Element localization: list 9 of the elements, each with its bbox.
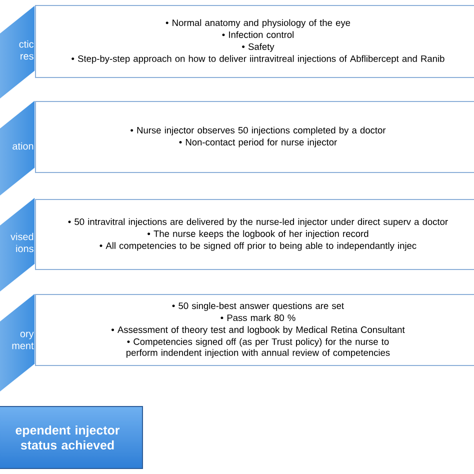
content-box: • Normal anatomy and physiology of the eye • Infection control • Safety • Step-by-step approach on how to deliver iintravitreal injections of Abflibercept and Ranib: [35, 5, 474, 78]
content-box: • Nurse injector observes 50 injections completed by a doctor • Non-contact period for nurse injector: [35, 101, 474, 173]
stage-box: ation: [0, 99, 36, 196]
stage-box: ctic res: [0, 4, 36, 100]
content-box: • 50 single-best answer questions are set • Pass mark 80 % • Assessment of theory test and logbook by Medical Retina Consultant • Competencies signed off (as per Trust policy) for the nurse to perform indendent injection with annual review of competencies: [35, 294, 474, 366]
stage-box: vised ions: [0, 196, 36, 292]
result-box: ependent injector status achieved: [0, 406, 143, 469]
content-box: • 50 intravitral injections are delivered by the nurse-led injector under direct superv a doctor • The nurse keeps the logbook of her injection record • All competencies to be signed off prior to being able to independantly injec: [35, 199, 474, 270]
stage-box: ory ment: [0, 292, 36, 392]
